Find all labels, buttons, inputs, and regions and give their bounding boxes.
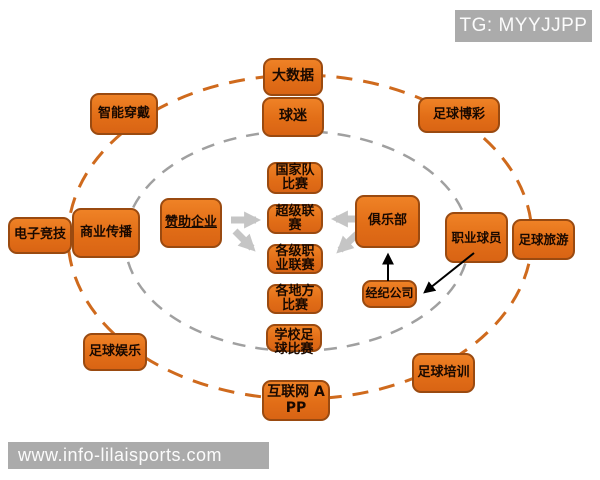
node-national-team-matches: 国家队比赛 [267,162,323,194]
node-football-tourism: 足球旅游 [512,219,575,260]
node-super-league: 超级联赛 [267,204,323,234]
node-smart-wearables: 智能穿戴 [90,93,158,135]
node-local-matches: 各地方比赛 [267,284,323,314]
node-agent-company: 经纪公司 [362,280,417,308]
watermark-top-right: TG: MYYJJPP [455,10,592,42]
node-sponsor-enterprises: 赞助企业 [160,198,222,248]
node-football-training: 足球培训 [412,353,475,393]
node-commercial-media: 商业传播 [72,208,140,258]
node-big-data: 大数据 [263,58,323,96]
node-fans: 球迷 [262,97,324,137]
node-football-entertainment: 足球娱乐 [83,333,147,371]
node-professional-players: 职业球员 [445,212,508,263]
node-school-football-matches: 学校足球比赛 [266,324,322,357]
node-professional-leagues: 各级职业联赛 [267,244,323,274]
node-football-betting: 足球博彩 [418,97,500,133]
node-club: 俱乐部 [355,195,420,248]
node-esports: 电子竞技 [8,217,72,254]
website-bar: www.info-lilaisports.com [8,442,269,469]
node-internet-app: 互联网 APP [262,380,330,421]
gray-arrow-sponsors-to-pro-leagues [232,228,256,252]
